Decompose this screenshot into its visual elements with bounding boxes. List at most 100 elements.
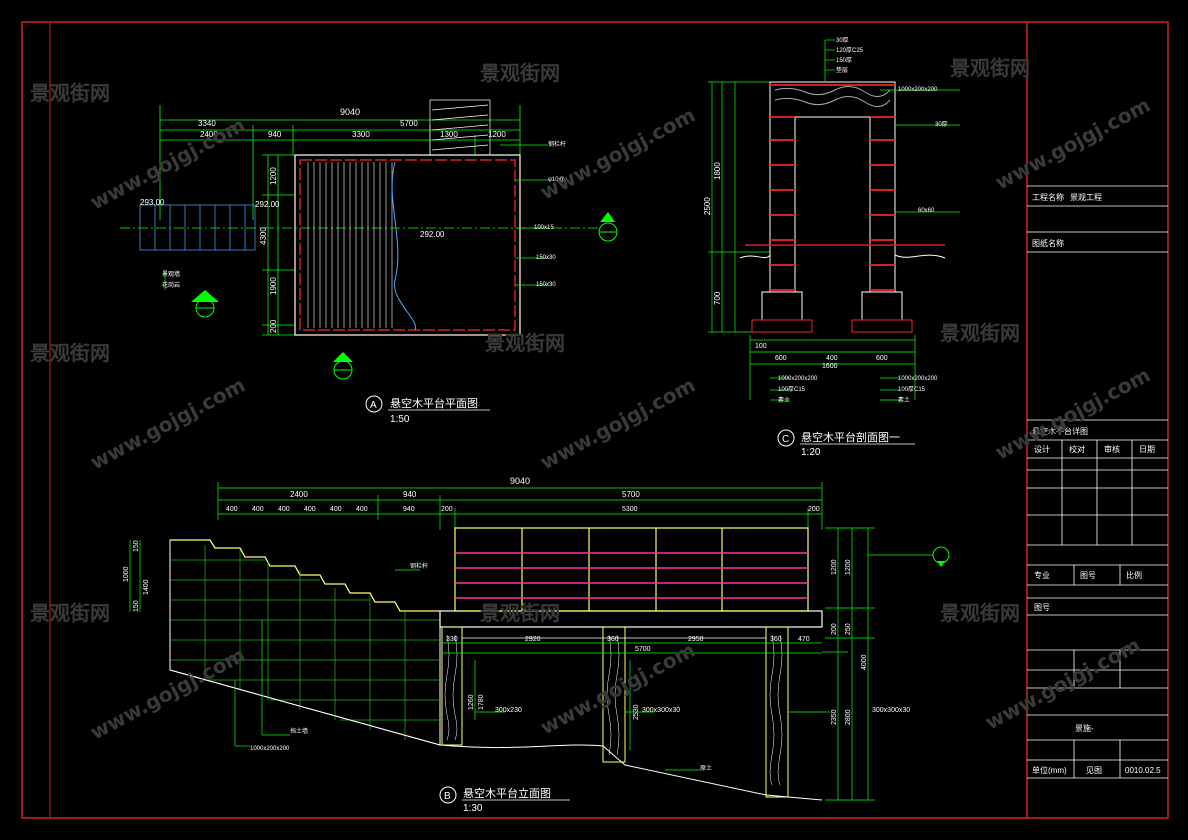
plan-section-mark-bottom: [333, 352, 353, 380]
section-vdim-1800: 1800: [713, 162, 722, 180]
plan-level-1: 293.00: [140, 198, 165, 207]
elev-sub-8: 5300: [622, 506, 638, 513]
plan-note-phi10: φ10@: [548, 177, 565, 183]
plan-scale: 1:50: [390, 414, 410, 425]
tb-hdr2-1: 图号: [1080, 571, 1096, 580]
elev-sub-0: 400: [226, 506, 238, 513]
wm-site-7: www.gojgj.com: [86, 643, 249, 745]
plan-note-wall: 景观墙: [162, 270, 180, 278]
elev-sub-1: 400: [252, 506, 264, 513]
plan-dim-1200: 1200: [488, 130, 506, 139]
tb-project-value: 景观工程: [1070, 193, 1102, 202]
section-footings: [751, 319, 913, 333]
elev-rdim-250: 250: [845, 623, 852, 635]
elev-idim-470: 470: [798, 636, 810, 643]
section-note-top-2: 150厚: [836, 57, 852, 64]
elev-sub-4: 400: [330, 506, 342, 513]
elev-ground: [169, 669, 823, 801]
elev-dim-5700: 5700: [622, 490, 640, 499]
section-note-br-2: 素土: [898, 396, 910, 404]
tb-hdr2-2: 比例: [1126, 570, 1142, 580]
elev-idim-1780: 1780: [478, 694, 485, 710]
wm-brand-7: 景观街网: [30, 601, 110, 625]
plan-dim-3340: 3340: [198, 119, 216, 128]
elev-level-mark: [868, 546, 950, 567]
elev-note-soil: 原土: [700, 764, 712, 772]
elev-rdim-1200a: 1200: [831, 559, 838, 575]
plan-dim-940: 940: [268, 130, 282, 139]
plan-title: 悬空木平台平面图: [390, 396, 478, 410]
section-note-br-1: 100厚C15: [898, 386, 926, 393]
watermark: 景观街网 景观街网 景观街网 景观街网 景观街网 景观街网 景观街网 景观街网 …: [30, 56, 1154, 744]
plan-vdim-0: 1200: [269, 167, 278, 185]
wm-brand-8: 景观街网: [480, 601, 560, 625]
section-note-bl-1: 100厚C15: [778, 386, 806, 393]
plan-section-mark-left: [191, 290, 219, 318]
section-vdim-2500: 2500: [703, 197, 712, 215]
tb-hdr2-0: 专业: [1034, 570, 1050, 580]
elev-idim-360b: 360: [770, 636, 782, 643]
wm-site-2: www.gojgj.com: [536, 103, 699, 205]
elev-sub-6: 940: [403, 506, 415, 513]
section-note-bl-2: 素土: [778, 396, 790, 404]
elevation-view: 9040 2400 940 5700 400 400 400 400 400 4…: [123, 476, 950, 814]
plan-note-150x30a: 150x30: [536, 255, 556, 261]
plan-marker-circle: [365, 395, 383, 413]
plan-dim-3300: 3300: [352, 130, 370, 139]
elev-ldim-1400: 1400: [143, 579, 150, 595]
section-note-right-2: 60x60: [918, 208, 935, 214]
elev-dim-940: 940: [403, 490, 417, 499]
wm-brand-5: 景观街网: [485, 331, 565, 355]
plan-note-100x15: 100x15: [534, 225, 554, 231]
tb-scale-value: 见图: [1086, 766, 1102, 775]
section-marker-circle: [777, 429, 795, 447]
elev-idim-2950: 2950: [688, 636, 704, 643]
plan-title-group: A 悬空木平台平面图 1:50: [365, 395, 490, 425]
elev-note-300x300a: 300x300x30: [642, 707, 680, 714]
tb-unit: 单位(mm): [1032, 765, 1067, 775]
wm-brand-1: 景观街网: [30, 81, 110, 105]
section-note-right-1: 30厚: [935, 121, 948, 128]
elev-sub-7: 200: [441, 506, 453, 513]
plan-dim-1300: 1300: [440, 130, 458, 139]
plan-deck-edge: [299, 159, 516, 331]
elev-note-1000x200: 1000x200x200: [250, 746, 290, 752]
section-title: 悬空木平台剖面图一: [801, 430, 900, 444]
plan-dim-5700: 5700: [400, 119, 418, 128]
plan-vdim-3: 200: [269, 319, 278, 333]
elev-dim-2400: 2400: [290, 490, 308, 499]
wm-site-3: www.gojgj.com: [991, 93, 1154, 195]
wm-brand-6: 景观街网: [940, 321, 1020, 345]
elev-ldim-150a: 150: [133, 540, 140, 552]
plan-note-railing: 钢栏杆: [548, 140, 566, 148]
wm-brand-2: 景观街网: [480, 61, 560, 85]
elev-railing: [454, 527, 809, 612]
elev-marker-circle: [439, 786, 457, 804]
elev-wall-grid: [170, 545, 440, 740]
section-note-bl-0: 1000x200x200: [778, 376, 818, 382]
plan-level-2: 292.00: [255, 200, 280, 209]
elev-title-group: B 悬空木平台立面图 1:30: [439, 786, 570, 814]
plan-overall-dim: 9040: [340, 107, 360, 117]
tb-project-label: 工程名称: [1032, 192, 1064, 202]
plan-note-granite: 花岗岩: [162, 281, 180, 289]
elev-rdim-2800: 2800: [845, 709, 852, 725]
elev-idim-5700: 5700: [635, 646, 651, 653]
elev-rdim-2350: 2350: [831, 709, 838, 725]
section-bdim-600a: 600: [775, 355, 787, 362]
wm-site-1: www.gojgj.com: [86, 113, 249, 215]
wm-brand-9: 景观街网: [940, 601, 1020, 625]
elev-ldim-1000: 1000: [123, 566, 130, 582]
plan-wall-hatch: [429, 99, 491, 156]
section-note-top-3: 垫层: [836, 66, 848, 74]
plan-dim-2400: 2400: [200, 130, 218, 139]
section-ground-left: [739, 254, 771, 259]
tb-hdr-0: 设计: [1034, 444, 1050, 454]
tb-hdr-2: 审核: [1104, 444, 1120, 454]
elev-idim-2920: 2920: [525, 636, 541, 643]
section-bdim-600b: 600: [876, 355, 888, 362]
tb-sheet-label: 图号: [1034, 603, 1050, 612]
section-note-br-0: 1000x200x200: [898, 376, 938, 382]
elev-title: 悬空木平台立面图: [463, 786, 551, 800]
